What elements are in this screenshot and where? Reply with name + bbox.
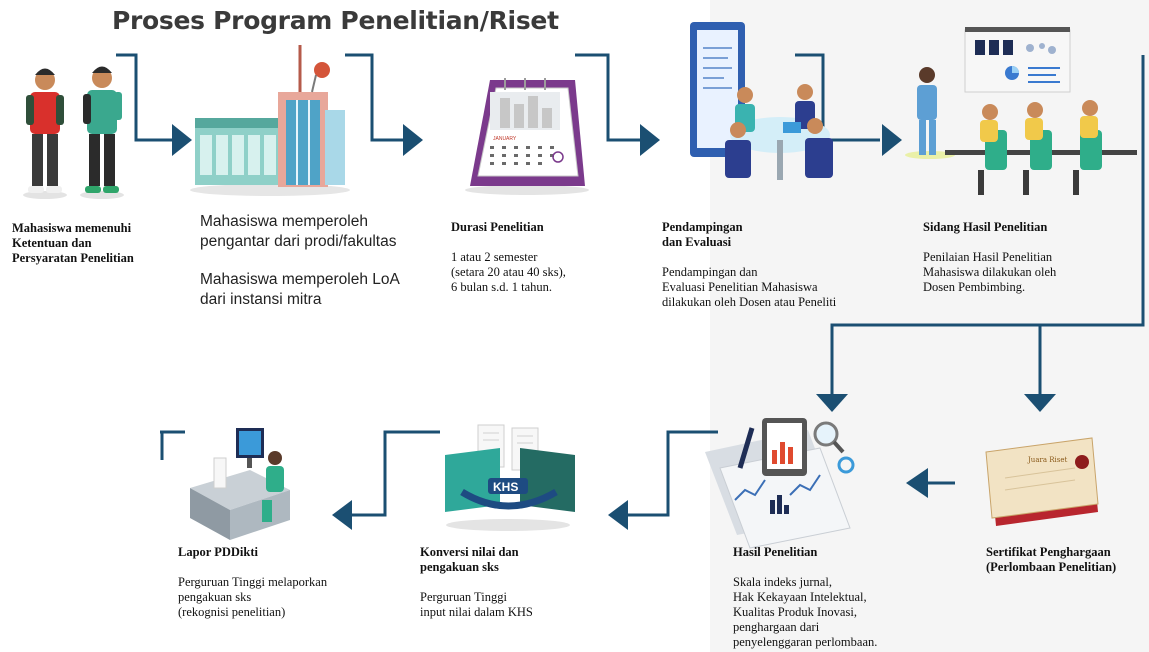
step-5-label: Sidang Hasil Penelitian Penilaian Hasil … — [923, 220, 1056, 295]
arrowhead-3-4 — [640, 124, 660, 156]
step-9-title: Lapor PDDikti — [178, 545, 258, 559]
certificate-text: Juara Riset — [1027, 456, 1067, 464]
step-9-desc-line: (rekognisi penelitian) — [178, 605, 286, 619]
step-2-line: dari instansi mitra — [200, 291, 322, 308]
students-illustration — [23, 66, 124, 199]
step-3-desc-line: 6 bulan s.d. 1 tahun. — [451, 280, 553, 294]
step-2-line: Mahasiswa memperoleh LoA — [200, 271, 400, 288]
step-8-desc-line: Perguruan Tinggi — [420, 590, 507, 604]
step-7-desc-line: Kualitas Produk Inovasi, — [733, 605, 857, 619]
step-4-desc-line: Pendampingan dan — [662, 265, 758, 279]
step-3-desc-line: (setara 20 atau 40 sks), — [451, 265, 566, 279]
calendar-illustration: JANUARY — [465, 78, 589, 195]
step-4-label: Pendampingan dan Evaluasi Pendampingan d… — [662, 220, 836, 310]
step-6-label: Sertifikat Penghargaan (Perlombaan Penel… — [986, 545, 1116, 575]
khs-conversion-illustration: KHS — [445, 424, 575, 531]
step-3-title: Durasi Penelitian — [451, 220, 544, 234]
step-5-desc-line: Dosen Pembimbing. — [923, 280, 1026, 294]
arrowhead-4-5 — [882, 124, 902, 156]
connector-5-down — [830, 55, 1145, 395]
step-7-desc-line: penyelenggaran perlombaan. — [733, 635, 878, 649]
connector-2-3 — [345, 53, 405, 142]
connector-8-9 — [350, 430, 440, 517]
page-title: Proses Program Penelitian/Riset — [112, 6, 559, 35]
arrowhead-down-6 — [1024, 394, 1056, 412]
step-9-desc-line: Perguruan Tinggi melaporkan — [178, 575, 328, 589]
step-8-title-line: pengakuan sks — [420, 560, 499, 574]
khs-badge-text: KHS — [493, 480, 518, 494]
step-3-desc-line: 1 atau 2 semester — [451, 250, 538, 264]
step-6-title-line: Sertifikat Penghargaan — [986, 545, 1111, 559]
arrowhead-down-7 — [816, 394, 848, 412]
campus-building-illustration — [190, 45, 350, 196]
step-4-desc-line: dilakukan oleh Dosen atau Peneliti — [662, 295, 837, 309]
connector-3-4 — [575, 53, 640, 142]
step-8-desc-line: input nilai dalam KHS — [420, 605, 533, 619]
svg-text:JANUARY: JANUARY — [493, 136, 517, 142]
step-7-label: Hasil Penelitian Skala indeks jurnal, Ha… — [733, 545, 877, 650]
research-results-illustration — [705, 418, 855, 549]
connector-1-2 — [116, 53, 175, 142]
step-7-desc-line: penghargaan dari — [733, 620, 820, 634]
step-1-title-line: Mahasiswa memenuhi — [12, 221, 132, 235]
step-7-desc-line: Hak Kekayaan Intelektual, — [733, 590, 867, 604]
step-5-desc-line: Penilaian Hasil Penelitian — [923, 250, 1053, 264]
arrowhead-8-9 — [332, 500, 352, 530]
step-2-line: Mahasiswa memperoleh — [200, 213, 368, 230]
step-6-title-line: (Perlombaan Penelitian) — [986, 560, 1117, 574]
certificate-illustration: Juara Riset — [985, 437, 1099, 526]
presentation-illustration — [905, 27, 1137, 195]
arrowhead-1-2 — [172, 124, 192, 156]
step-4-title-line: dan Evaluasi — [662, 235, 732, 249]
step-3-label: Durasi Penelitian 1 atau 2 semester (set… — [451, 220, 566, 295]
step-7-title: Hasil Penelitian — [733, 545, 818, 559]
step-7-desc-line: Skala indeks jurnal, — [733, 575, 832, 589]
step-1-label: Mahasiswa memenuhi Ketentuan dan Persyar… — [12, 221, 134, 266]
step-8-label: Konversi nilai dan pengakuan sks Perguru… — [420, 545, 533, 620]
arrowhead-7-8 — [608, 500, 628, 530]
step-8-title-line: Konversi nilai dan — [420, 545, 519, 559]
meeting-illustration — [690, 22, 833, 180]
step-2-line: pengantar dari prodi/fakultas — [200, 233, 397, 250]
step-2-label: Mahasiswa memperoleh pengantar dari prod… — [200, 212, 400, 310]
pddikti-report-illustration — [190, 428, 290, 540]
step-5-desc-line: Mahasiswa dilakukan oleh — [923, 265, 1057, 279]
step-9-desc-line: pengakuan sks — [178, 590, 252, 604]
connector-7-8 — [628, 430, 718, 517]
arrowhead-6-7 — [906, 468, 928, 498]
arrowhead-2-3 — [403, 124, 423, 156]
step-5-title: Sidang Hasil Penelitian — [923, 220, 1048, 234]
step-1-title-line: Ketentuan dan — [12, 236, 92, 250]
connector-4-5 — [795, 53, 880, 142]
step-4-desc-line: Evaluasi Penelitian Mahasiswa — [662, 280, 818, 294]
step-9-label: Lapor PDDikti Perguruan Tinggi melaporka… — [178, 545, 327, 620]
step-4-title-line: Pendampingan — [662, 220, 743, 234]
step-1-title-line: Persyaratan Penelitian — [12, 251, 134, 265]
